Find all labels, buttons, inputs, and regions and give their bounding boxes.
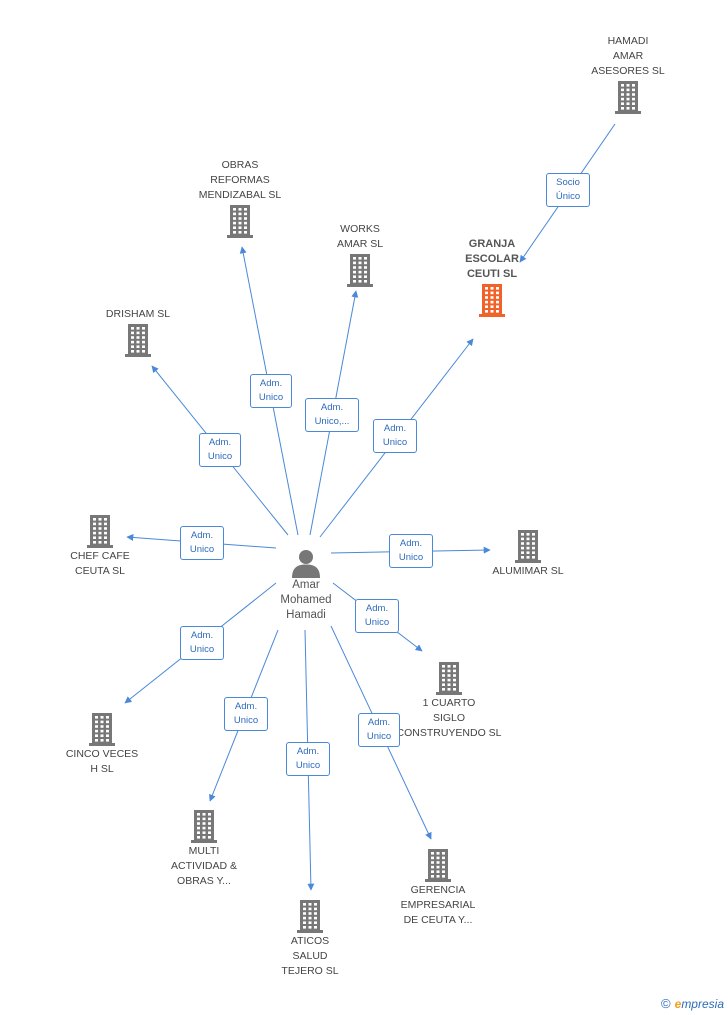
company-label: ALUMIMAR SL: [492, 565, 564, 577]
company-label: ATICOS SALUD TEJERO SL: [281, 935, 339, 977]
relation-label-alumimar[interactable]: Adm. Unico: [389, 534, 433, 568]
company-granja-escolar-ceuti[interactable]: GRANJA ESCOLAR CEUTI SL: [446, 237, 538, 318]
company-label: DRISHAM SL: [105, 308, 171, 320]
person-node[interactable]: Amar Mohamed Hamadi: [264, 548, 348, 623]
relation-label-aticos[interactable]: Adm. Unico: [286, 742, 330, 776]
relation-label-cinco[interactable]: Adm. Unico: [180, 626, 224, 660]
relation-label-hamadi[interactable]: Socio Único: [546, 173, 590, 207]
company-alumimar[interactable]: ALUMIMAR SL: [482, 528, 574, 579]
company-works-amar[interactable]: WORKS AMAR SL: [318, 222, 402, 288]
company-chef-cafe-ceuta[interactable]: CHEF CAFE CEUTA SL: [56, 513, 144, 579]
building-icon: [89, 713, 115, 746]
company-label: GERENCIA EMPRESARIAL DE CEUTA Y...: [400, 884, 476, 926]
relation-label-chef[interactable]: Adm. Unico: [180, 526, 224, 560]
building-icon: [347, 254, 373, 287]
relation-label-granja[interactable]: Adm. Unico: [373, 419, 417, 453]
building-icon: [615, 81, 641, 114]
relation-label-cuarto[interactable]: Adm. Unico: [355, 599, 399, 633]
building-icon: [515, 530, 541, 563]
building-icon: [297, 900, 323, 933]
company-label: MULTI ACTIVIDAD & OBRAS Y...: [171, 845, 237, 887]
company-obras-reformas-mendizabal[interactable]: OBRAS REFORMAS MENDIZABAL SL: [182, 158, 298, 239]
building-icon: [479, 284, 505, 317]
brand-e: e: [674, 997, 682, 1011]
building-icon: [425, 849, 451, 882]
empresia-footer[interactable]: ©empresia: [661, 996, 724, 1011]
building-icon: [191, 810, 217, 843]
building-icon: [125, 324, 151, 357]
copyright-symbol: ©: [661, 996, 671, 1011]
company-label: WORKS AMAR SL: [336, 223, 384, 250]
company-aticos-salud-tejero[interactable]: ATICOS SALUD TEJERO SL: [266, 898, 354, 979]
relation-label-works[interactable]: Adm. Unico,...: [305, 398, 359, 432]
company-drisham[interactable]: DRISHAM SL: [92, 307, 184, 358]
company-hamadi-amar-asesores[interactable]: HAMADI AMAR ASESORES SL: [578, 34, 678, 115]
company-label: CHEF CAFE CEUTA SL: [70, 550, 130, 577]
company-cinco-veces-h[interactable]: CINCO VECES H SL: [56, 711, 148, 777]
relation-label-obras[interactable]: Adm. Unico: [250, 374, 292, 408]
building-icon: [436, 662, 462, 695]
person-name: Amar Mohamed Hamadi: [280, 579, 332, 621]
relation-label-multi[interactable]: Adm. Unico: [224, 697, 268, 731]
company-label: OBRAS REFORMAS MENDIZABAL SL: [198, 159, 282, 201]
company-label: 1 CUARTO SIGLO CONSTRUYENDO SL: [396, 697, 502, 739]
company-1-cuarto-siglo[interactable]: 1 CUARTO SIGLO CONSTRUYENDO SL: [390, 660, 508, 741]
company-label: HAMADI AMAR ASESORES SL: [591, 35, 665, 77]
relation-label-gerencia[interactable]: Adm. Unico: [358, 713, 400, 747]
person-icon: [292, 550, 320, 578]
company-multi-actividad[interactable]: MULTI ACTIVIDAD & OBRAS Y...: [160, 808, 248, 889]
brand-rest: mpresia: [681, 997, 724, 1011]
building-icon: [87, 515, 113, 548]
company-label: CINCO VECES H SL: [65, 748, 139, 775]
building-icon: [227, 205, 253, 238]
relation-label-drisham[interactable]: Adm. Unico: [199, 433, 241, 467]
company-label: GRANJA ESCOLAR CEUTI SL: [465, 238, 519, 280]
company-gerencia-empresarial[interactable]: GERENCIA EMPRESARIAL DE CEUTA Y...: [390, 847, 486, 928]
